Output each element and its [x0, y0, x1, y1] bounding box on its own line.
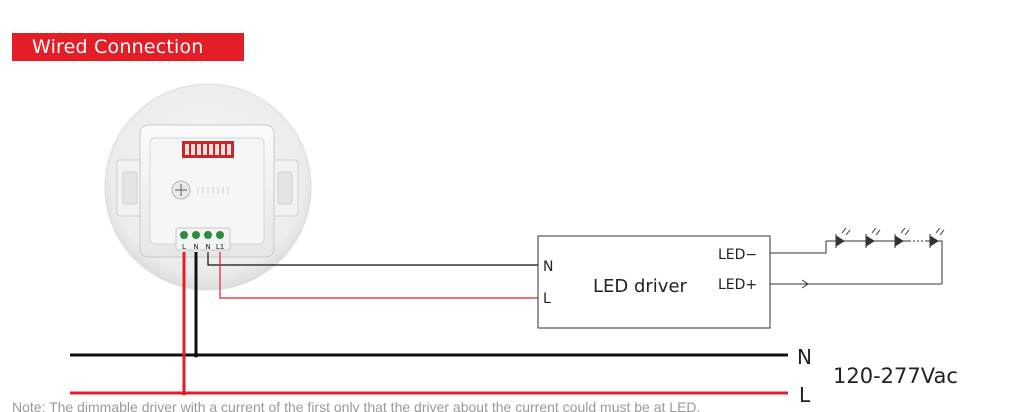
led-driver: N L LED driver LED− LED+: [537, 235, 771, 329]
screw-icon: [171, 180, 191, 200]
terminal-label-n1: N: [193, 243, 198, 251]
led-diode-icon: [894, 227, 910, 248]
wire-n-to-driver: [207, 252, 538, 266]
section-title: Wired Connection: [12, 33, 244, 61]
dip-switch: [182, 141, 234, 158]
terminal-label-l1: L1: [216, 243, 224, 251]
led-diode-icon: [835, 227, 851, 248]
footnote: Note: The dimmable driver with a current…: [12, 400, 701, 412]
driver-input-n: N: [543, 259, 553, 275]
wire-led-return: [826, 240, 943, 284]
terminal-block: L N N L1: [175, 227, 231, 251]
supply-voltage: 120-277Vac: [833, 364, 958, 388]
wire-led-minus: [770, 241, 827, 254]
terminal-label-n2: N: [205, 243, 210, 251]
wire-l1-to-driver: [219, 252, 538, 299]
driver-input-l: L: [543, 291, 551, 307]
driver-output-minus: LED−: [718, 247, 757, 263]
led-diode-icon: [929, 227, 945, 248]
led-string: [835, 227, 945, 248]
supply-label-l: L: [799, 383, 811, 407]
supply-label-n: N: [797, 345, 812, 369]
sensor-device: L N N L1: [104, 83, 312, 291]
led-driver-box: [537, 235, 771, 329]
driver-name: LED driver: [593, 276, 688, 297]
led-diode-icon: [865, 227, 881, 248]
vent-slots: [197, 187, 229, 194]
arrow-led-plus-icon: [801, 279, 809, 289]
terminal-label-l: L: [182, 243, 186, 251]
driver-output-plus: LED+: [718, 277, 757, 293]
